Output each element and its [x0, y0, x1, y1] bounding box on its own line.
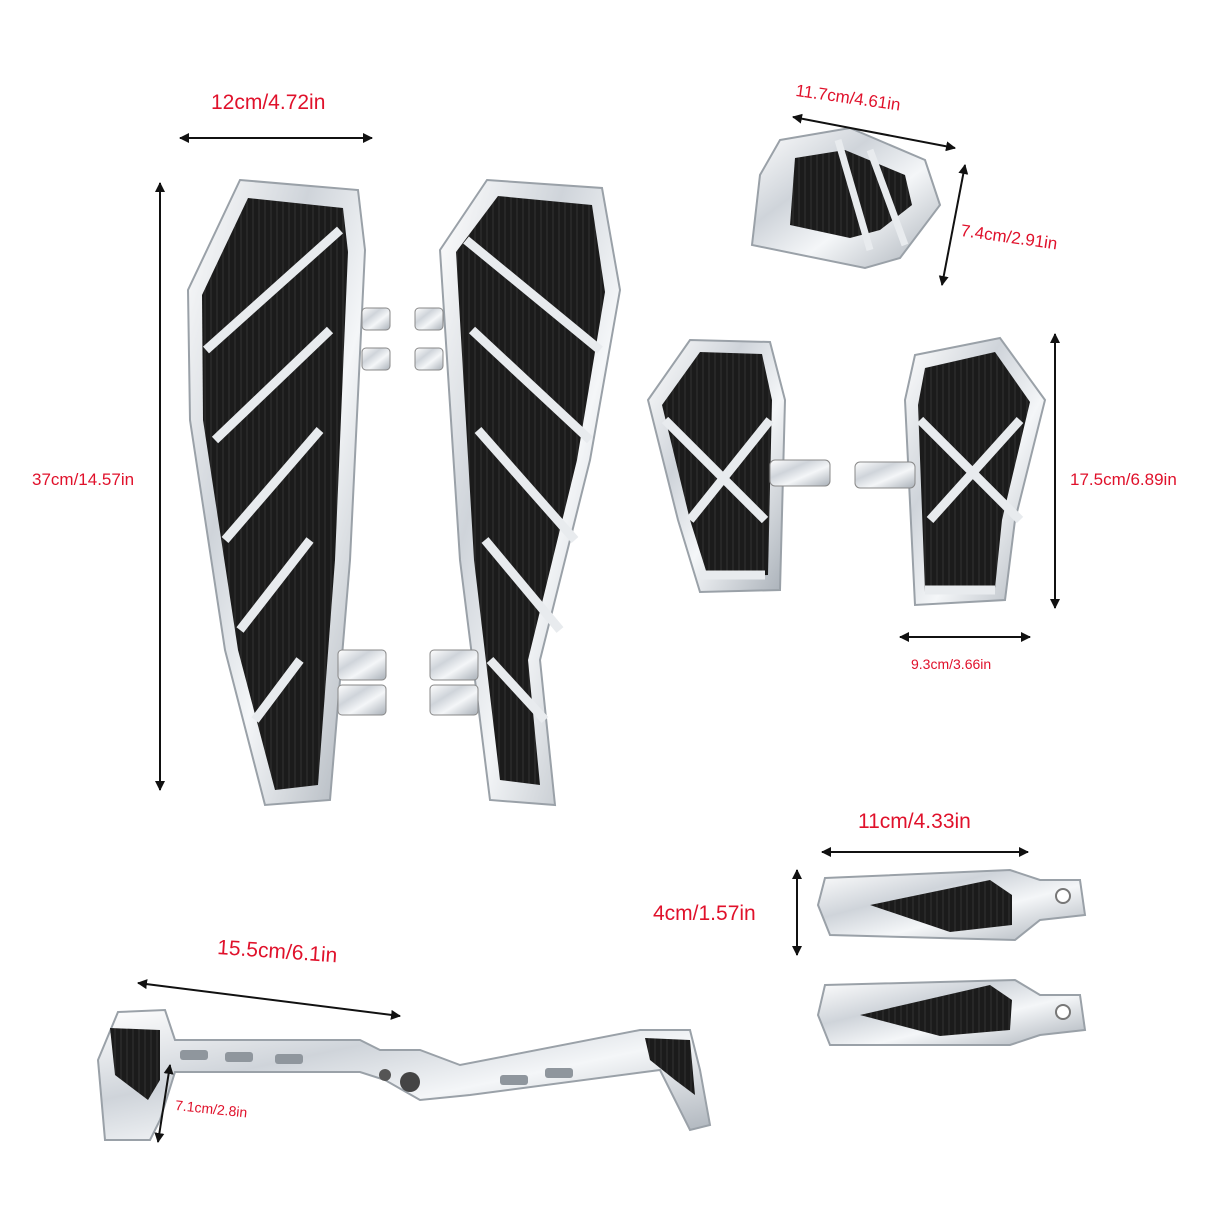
label-floorboard-length: 37cm/14.57in	[32, 470, 135, 489]
label-passenger-length: 17.5cm/6.89in	[1070, 470, 1177, 489]
dim-arrow-brake-width	[792, 113, 956, 152]
passenger-floorboard-left	[646, 338, 831, 594]
label-peg-length: 11cm/4.33in	[858, 810, 971, 833]
long-floorboard-right	[414, 178, 622, 807]
foot-peg-top	[816, 868, 1087, 942]
brake-pedal-pad	[750, 126, 942, 270]
passenger-floorboard-right	[854, 336, 1047, 607]
dim-arrow-brake-height	[938, 164, 969, 286]
heel-toe-shifter	[96, 1008, 712, 1141]
label-peg-height: 4cm/1.57in	[653, 902, 756, 925]
dim-arrow-shifter-height	[154, 1064, 174, 1143]
label-passenger-width: 9.3cm/3.66in	[911, 656, 992, 672]
label-floorboard-width: 12cm/4.72in	[211, 91, 326, 114]
dim-arrow-shifter-length	[137, 979, 401, 1020]
long-floorboard-left	[186, 178, 391, 807]
foot-peg-bottom	[816, 978, 1087, 1046]
